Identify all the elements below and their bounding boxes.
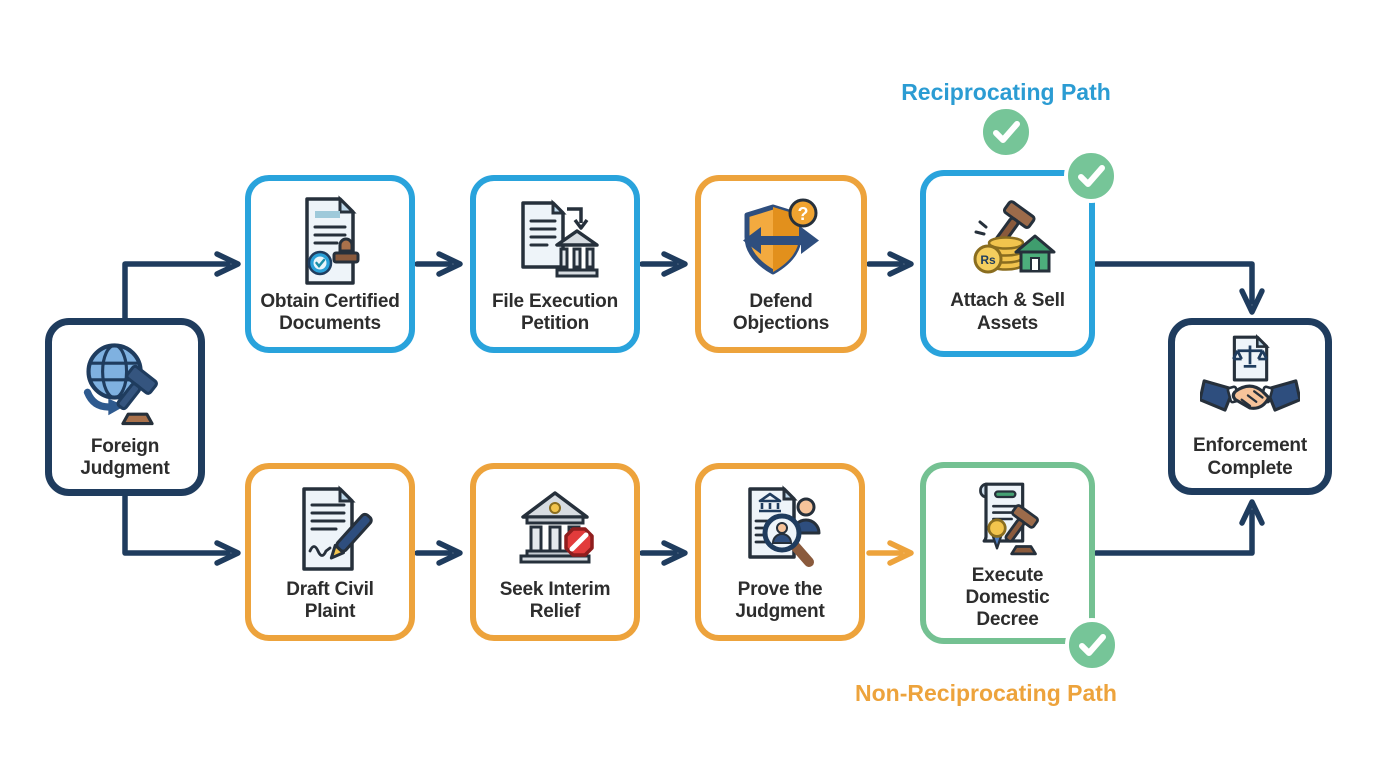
shield-question-arrows-icon: ?	[743, 198, 819, 275]
node-label: Draft Civil Plaint	[286, 579, 374, 623]
globe-gavel-icon	[83, 343, 158, 426]
node-label-line: Plaint	[304, 601, 356, 622]
courthouse-prohibition-icon	[519, 491, 594, 564]
node-foreign-judgment: Foreign Judgment	[45, 318, 205, 496]
node-label-line: Domestic	[965, 586, 1050, 608]
node-label-line: Draft Civil	[286, 578, 374, 600]
svg-text:?: ?	[798, 204, 809, 224]
decree-gavel-icon	[978, 482, 1039, 556]
reciprocating-path-label: Reciprocating Path	[901, 79, 1111, 105]
check-badge	[979, 105, 1033, 159]
document-magnifier-person-icon	[748, 485, 821, 567]
node-label-line: Objections	[732, 313, 830, 334]
check-icon	[1079, 634, 1106, 656]
node-label-line: Judgment	[80, 458, 170, 479]
node-enforcement-complete: Enforcement Complete	[1168, 318, 1332, 495]
node-draft-civil-plaint: Draft Civil Plaint	[245, 463, 415, 641]
arrow-start-to-top-row	[122, 251, 241, 321]
node-label: Seek Interim Relief	[500, 579, 611, 623]
check-badge	[1064, 149, 1118, 203]
node-label-line: Enforcement	[1193, 435, 1307, 457]
node-label-line: Foreign	[90, 435, 160, 457]
node-label: Obtain Certified Documents	[260, 290, 400, 335]
node-label-line: Petition	[520, 313, 590, 334]
node-label-line: Decree	[976, 609, 1039, 631]
node-label: Prove the Judgment	[735, 579, 824, 623]
node-label: File Execution Petition	[492, 291, 618, 335]
node-file-execution-petition: File Execution Petition	[470, 175, 640, 353]
node-label-line: Assets	[976, 312, 1039, 334]
node-label-line: Relief	[529, 601, 581, 622]
node-execute-domestic-decree: Execute Domestic Decree	[920, 462, 1095, 644]
node-label-line: Execute	[971, 564, 1044, 586]
check-icon	[993, 121, 1020, 143]
gavel-coins-house-icon: Rs	[973, 200, 1055, 274]
check-icon	[1078, 165, 1105, 187]
node-prove-the-judgment: Prove the Judgment	[695, 463, 865, 641]
node-label-line: Obtain Certified	[260, 290, 400, 312]
node-label-line: Complete	[1207, 457, 1293, 479]
node-label-line: Prove the	[737, 578, 823, 600]
node-label: Attach & Sell Assets	[950, 290, 1065, 334]
arrow-start-to-bottom-row	[122, 493, 241, 566]
check-badge	[1065, 618, 1119, 672]
node-label-line: Seek Interim	[499, 578, 611, 600]
node-label-line: Documents	[279, 313, 381, 334]
handshake-document-icon	[1200, 334, 1300, 413]
node-label-line: Defend	[749, 290, 813, 312]
node-label-line: Attach & Sell	[950, 290, 1065, 312]
arrow-execute-to-end	[1093, 499, 1265, 556]
certified-document-stamp-icon	[305, 195, 360, 285]
node-label: Enforcement Complete	[1193, 435, 1307, 479]
node-defend-objections: ? Defend Objections	[695, 175, 867, 353]
node-seek-interim-relief: Seek Interim Relief	[470, 463, 640, 641]
svg-text:Rs: Rs	[980, 253, 996, 267]
node-label: Defend Objections	[733, 291, 829, 335]
node-label-line: File Execution	[491, 290, 618, 312]
node-label: Foreign Judgment	[80, 436, 169, 480]
node-label-line: Judgment	[735, 601, 825, 622]
node-label: Execute Domestic Decree	[966, 565, 1050, 631]
document-to-court-icon	[521, 199, 599, 278]
arrow-attach-to-end	[1093, 261, 1265, 315]
node-attach-sell-assets: Rs Attach & Sell Assets	[920, 170, 1095, 357]
non-reciprocating-path-label: Non-Reciprocating Path	[855, 680, 1117, 706]
node-obtain-certified-documents: Obtain Certified Documents	[245, 175, 415, 353]
document-pen-icon	[302, 485, 373, 571]
